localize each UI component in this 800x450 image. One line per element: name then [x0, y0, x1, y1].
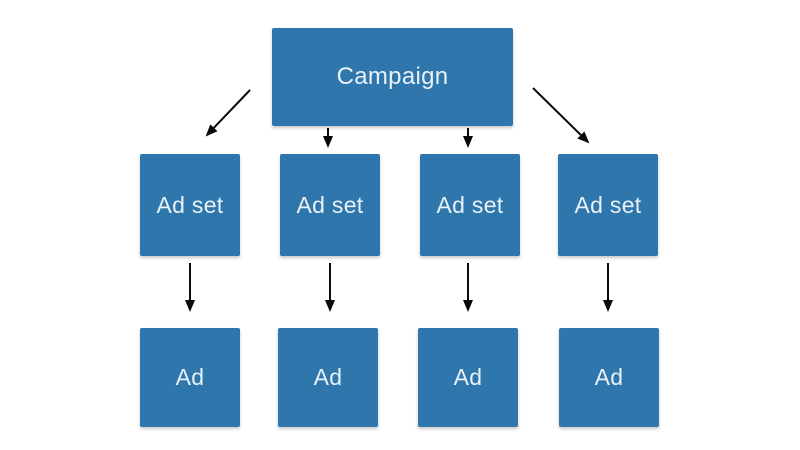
node-ad-2-label: Ad	[313, 364, 343, 390]
node-adset-4: Ad set	[558, 154, 658, 256]
node-adset-3-label: Ad set	[436, 191, 504, 218]
node-ad-2: Ad	[278, 328, 378, 427]
node-adset-4-label: Ad set	[574, 191, 642, 218]
node-ad-3: Ad	[418, 328, 518, 427]
node-adset-2: Ad set	[280, 154, 380, 256]
node-adset-1-label: Ad set	[156, 191, 224, 218]
arrow-campaign-to-adset-4	[532, 87, 590, 144]
node-campaign-label: Campaign	[336, 63, 449, 90]
node-ad-3-label: Ad	[453, 364, 483, 390]
node-campaign: Campaign	[272, 28, 513, 126]
node-adset-3: Ad set	[420, 154, 520, 256]
node-adset-1: Ad set	[140, 154, 240, 256]
node-ad-4-label: Ad	[594, 364, 624, 390]
arrow-campaign-to-adset-1	[205, 89, 251, 137]
node-ad-1: Ad	[140, 328, 240, 427]
node-adset-2-label: Ad set	[296, 191, 364, 218]
node-ad-1-label: Ad	[175, 364, 205, 390]
node-ad-4: Ad	[559, 328, 659, 427]
